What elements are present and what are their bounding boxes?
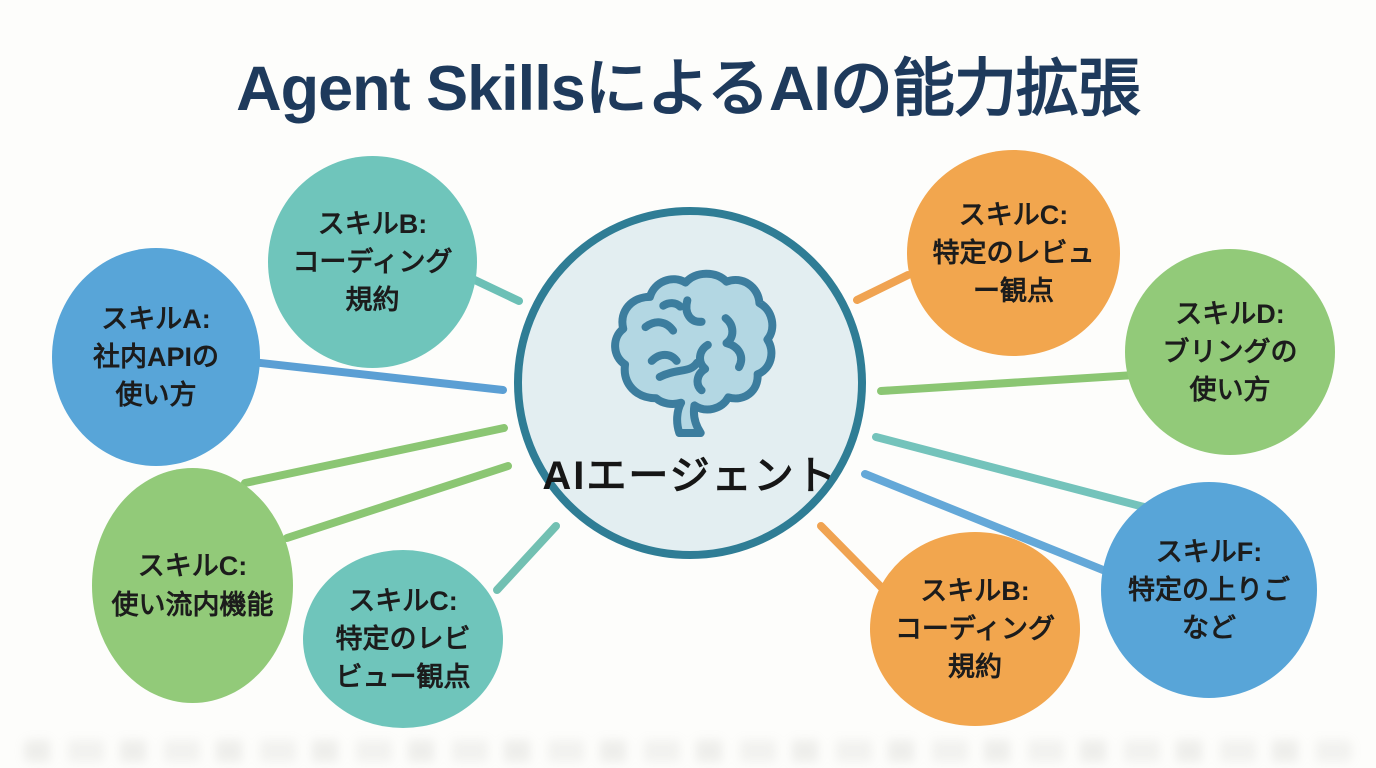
node-skill-a: スキルA: 社内APIの 使い方 [52,248,260,466]
arrow-skill-c-bottom [493,522,560,594]
arrow-skill-f-blue [861,470,1112,576]
page-title: Agent SkillsによるAIの能力拡張 [236,54,1141,124]
brain-icon [611,269,777,437]
node-skill-c-top-right-label: スキルC: 特定のレビュ ー観点 [932,199,1095,307]
node-skill-b-bottom-label: スキルB: コーディング 規約 [894,575,1056,683]
arrow-skill-f-teal [872,433,1152,512]
node-skill-c-bottom-label: スキルC: 特定のレビ ビュー観点 [335,585,471,693]
arrow-skill-c-bottom-left-1 [241,424,508,487]
ai-agent-node: AIエージェント [514,207,866,559]
arrow-skill-b-bottom [817,522,888,594]
node-skill-c-bottom: スキルC: 特定のレビ ビュー観点 [303,550,503,728]
node-skill-c-bottom-left-label: スキルC: 使い流内機能 [111,551,274,620]
node-skill-d-label: スキルD: ブリングの 使い方 [1162,298,1298,406]
node-skill-b-bottom: スキルB: コーディング 規約 [870,532,1080,726]
node-skill-d: スキルD: ブリングの 使い方 [1125,249,1335,455]
node-skill-c-top-right: スキルC: 特定のレビュ ー観点 [907,150,1120,356]
ai-agent-label: AIエージェント [542,454,838,498]
node-skill-f-label: スキルF: 特定の上りご など [1128,536,1290,644]
arrow-skill-c-bottom-left-2 [283,462,512,542]
node-skill-a-label: スキルA: 社内APIの 使い方 [92,303,219,411]
node-skill-b-top: スキルB: コーディング 規約 [268,156,477,368]
node-skill-c-bottom-left: スキルC: 使い流内機能 [92,468,293,703]
arrow-skill-d [877,371,1139,395]
ghost-text-strip [24,740,1352,762]
arrow-skill-c-top-right [853,271,912,304]
node-skill-b-top-label: スキルB: コーディング 規約 [292,208,453,316]
node-skill-f: スキルF: 特定の上りご など [1101,482,1317,698]
arrow-skill-a [248,358,507,394]
